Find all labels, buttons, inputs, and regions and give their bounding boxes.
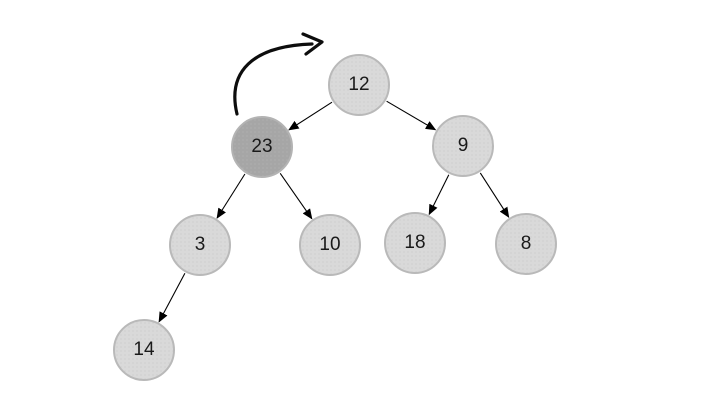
edge-23-to-10 [279, 172, 313, 220]
edge-9-to-8 [479, 172, 510, 218]
node-value: 14 [133, 339, 155, 360]
edge-23-to-3 [216, 173, 246, 219]
tree-node-10: 10 [299, 214, 361, 276]
node-value: 12 [348, 74, 370, 95]
edge-3-to-14 [158, 272, 186, 323]
node-value: 18 [404, 232, 426, 253]
tree-node-3: 3 [169, 214, 231, 276]
tree-node-9: 9 [432, 115, 494, 177]
swap-arrow [233, 32, 324, 116]
node-value: 8 [520, 233, 532, 254]
tree-node-23: 23 [231, 116, 293, 178]
node-value: 23 [251, 136, 273, 157]
edge-12-to-23 [288, 101, 333, 131]
node-value: 10 [319, 234, 341, 255]
node-value: 9 [457, 135, 469, 156]
swap-arrow-head [301, 32, 324, 56]
swap-arrow-curve [233, 42, 314, 116]
node-value: 3 [194, 234, 206, 255]
tree-node-14: 14 [113, 319, 175, 381]
tree-node-12: 12 [328, 54, 390, 116]
tree-node-18: 18 [384, 212, 446, 274]
edge-12-to-9 [386, 100, 437, 131]
parent-child-edges [158, 100, 510, 323]
edge-9-to-18 [428, 174, 450, 216]
tree-node-8: 8 [495, 213, 557, 275]
